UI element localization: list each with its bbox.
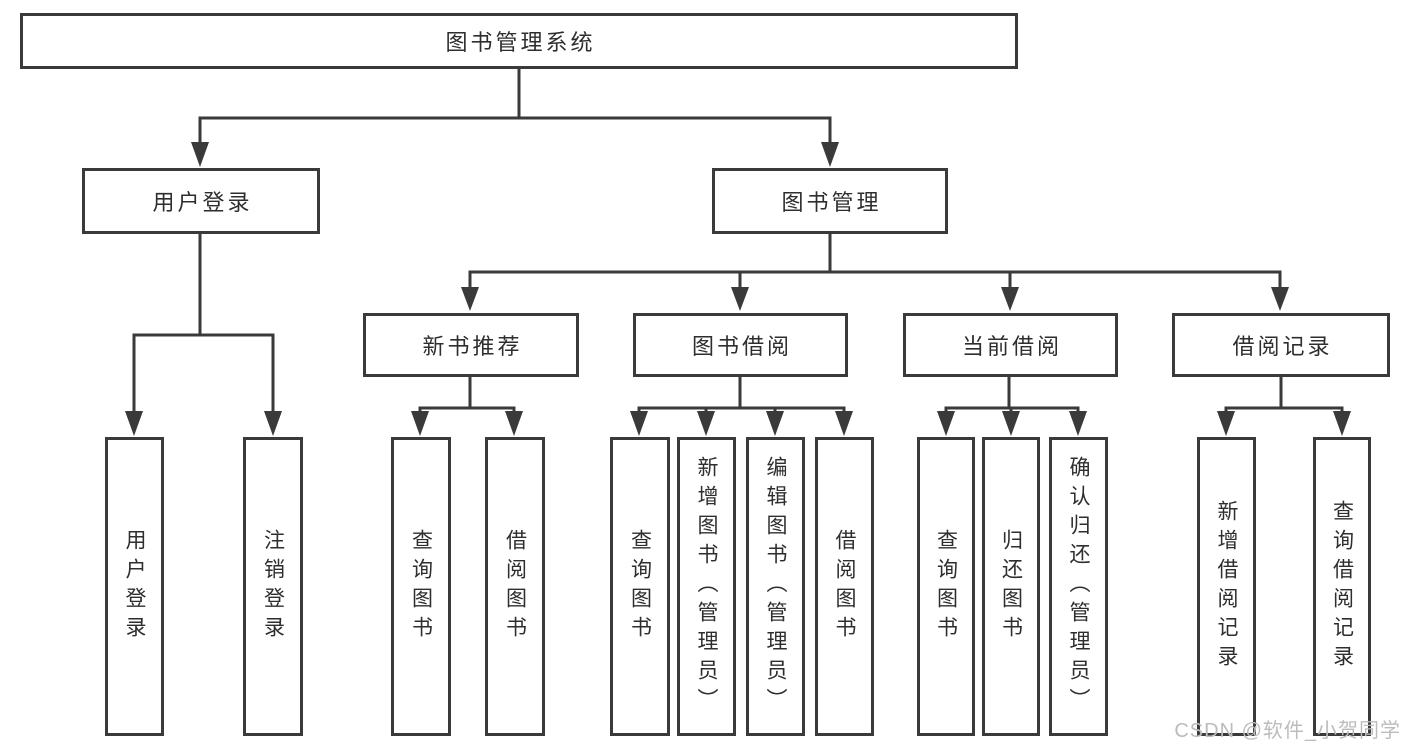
leaf-add-borrow-record: 新增借阅记录 [1197,437,1256,736]
arrowheads-current-borrow-leaves [937,411,1087,436]
node-current-borrowing: 当前借阅 [903,313,1118,377]
leaf-borrow-books-borrow: 借阅图书 [815,437,874,736]
node-borrowing-records: 借阅记录 [1172,313,1390,377]
connector-book-mgmt-to-level3 [468,234,1282,290]
connector-book-borrow-leaves [637,377,846,414]
arrowheads-records-leaves [1217,411,1351,436]
arrowheads-new-book-leaves [411,411,523,436]
arrowheads-user-login-leaves [125,411,282,436]
leaf-logout: 注销登录 [243,437,303,736]
connector-new-book-leaves [418,377,516,414]
leaf-confirm-return-admin: 确认归还（管理员） [1049,437,1108,736]
connector-records-leaves [1224,377,1344,414]
node-book-borrowing: 图书借阅 [633,313,848,377]
connector-root-to-level2 [198,68,832,145]
node-book-management: 图书管理 [712,168,948,234]
leaf-query-books-borrow: 查询图书 [610,437,670,736]
leaf-query-books-current: 查询图书 [917,437,975,736]
node-new-book-recommend: 新书推荐 [363,313,579,377]
arrowheads-level3 [461,287,1289,311]
node-root: 图书管理系统 [20,13,1018,69]
leaf-borrow-books-new-rec: 借阅图书 [485,437,545,736]
connector-user-login-to-leaves [132,234,275,414]
connector-current-borrow-leaves [944,377,1080,414]
leaf-user-login: 用户登录 [105,437,164,736]
leaf-return-book: 归还图书 [982,437,1040,736]
arrowheads-level2 [191,142,839,167]
watermark: CSDN @软件_小贺同学 [1174,720,1401,742]
leaf-query-borrow-record: 查询借阅记录 [1313,437,1371,736]
leaf-add-book-admin: 新增图书（管理员） [677,437,736,736]
arrowheads-book-borrow-leaves [630,411,853,436]
node-user-login: 用户登录 [82,168,320,234]
leaf-query-books-new-rec: 查询图书 [391,437,451,736]
leaf-edit-book-admin: 编辑图书（管理员） [746,437,805,736]
